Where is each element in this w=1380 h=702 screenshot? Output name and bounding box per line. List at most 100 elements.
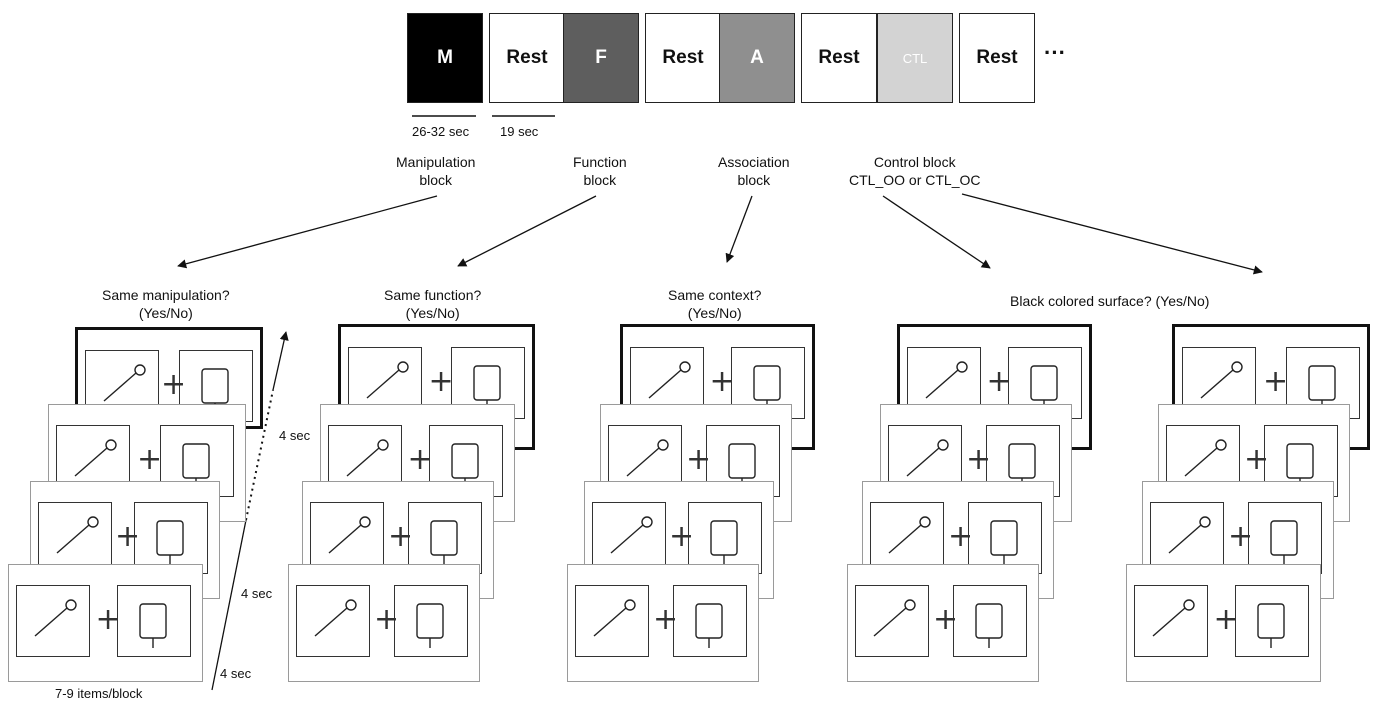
stimulus-drawing xyxy=(366,361,409,399)
stimulus-drawing xyxy=(888,516,931,554)
stimulus-drawing xyxy=(610,516,653,554)
timeline-rest: Rest xyxy=(801,13,877,103)
arrow-manipulation xyxy=(177,195,438,269)
stimulus-picture xyxy=(688,502,762,574)
fixation-cross: + xyxy=(933,602,959,637)
time-arrow xyxy=(211,519,247,691)
stimulus-drawing xyxy=(416,603,444,648)
stimulus-drawing xyxy=(990,520,1018,565)
association-block-label: Association block xyxy=(718,154,790,188)
fixation-cross: + xyxy=(115,519,141,554)
stimulus-picture xyxy=(38,502,112,574)
items-per-block: 7-9 items/block xyxy=(55,686,143,701)
timeline-block-label: M xyxy=(437,47,453,68)
stimulus-drawing xyxy=(648,361,691,399)
stimulus-card: + xyxy=(847,564,1039,682)
fixation-cross: + xyxy=(137,442,163,477)
stimulus-card: + xyxy=(567,564,759,682)
fixation-cross: + xyxy=(1263,364,1289,399)
fixation-cross: + xyxy=(653,602,679,637)
timeline-block-manipulation: M xyxy=(407,13,483,103)
fixation-cross: + xyxy=(986,364,1012,399)
stimulus-picture xyxy=(1235,585,1309,657)
time-arrow-dotted xyxy=(245,389,274,521)
fixation-cross: + xyxy=(95,602,121,637)
fixation-cross: + xyxy=(1244,442,1270,477)
stimulus-picture xyxy=(968,502,1042,574)
timing-label: 4 sec xyxy=(220,666,252,681)
stimulus-picture xyxy=(296,585,370,657)
stimulus-picture xyxy=(592,502,666,574)
timeline-block-label: Rest xyxy=(818,47,860,68)
timeline-block-label: Rest xyxy=(976,47,1018,68)
timeline-block-label: A xyxy=(750,47,764,68)
manipulation-block-label: Manipulation block xyxy=(396,154,476,188)
fixation-cross: + xyxy=(669,519,695,554)
stimulus-drawing xyxy=(346,439,389,477)
stimulus-drawing xyxy=(626,439,669,477)
fixation-cross: + xyxy=(948,519,974,554)
stimulus-drawing xyxy=(710,520,738,565)
question-manipulation: Same manipulation? (Yes/No) xyxy=(102,287,230,321)
timeline-ellipsis: ··· xyxy=(1044,40,1066,65)
rest-duration: 19 sec xyxy=(500,124,539,139)
timeline-block-control: CTL xyxy=(877,13,953,103)
stimulus-drawing xyxy=(975,603,1003,648)
stimulus-picture xyxy=(855,585,929,657)
stimulus-drawing xyxy=(328,516,371,554)
fixation-cross: + xyxy=(686,442,712,477)
question-control: Black colored surface? (Yes/No) xyxy=(1010,293,1210,309)
stimulus-picture xyxy=(1134,585,1208,657)
timeline-block-label: CTL xyxy=(902,50,928,66)
fixation-cross: + xyxy=(709,364,735,399)
stimulus-drawing xyxy=(314,599,357,637)
fixation-cross: + xyxy=(966,442,992,477)
stimulus-picture xyxy=(1248,502,1322,574)
stimulus-drawing xyxy=(593,599,636,637)
stimulus-drawing xyxy=(906,439,949,477)
timeline-block-association: A xyxy=(719,13,795,103)
stimulus-picture xyxy=(16,585,90,657)
stimulus-drawing xyxy=(1168,516,1211,554)
fixation-cross: + xyxy=(388,519,414,554)
timeline-rest: Rest xyxy=(489,13,565,103)
arrow-control-2 xyxy=(961,193,1263,275)
stimulus-picture xyxy=(394,585,468,657)
stimulus-drawing xyxy=(56,516,99,554)
arrow-association xyxy=(725,195,753,263)
stimulus-drawing xyxy=(156,520,184,565)
stimulus-drawing xyxy=(695,603,723,648)
fixation-cross: + xyxy=(1228,519,1254,554)
control-block-label: Control block CTL_OO or CTL_OC xyxy=(849,154,981,188)
timeline-block-label: Rest xyxy=(662,47,704,68)
stimulus-drawing xyxy=(1152,599,1195,637)
stimulus-picture xyxy=(673,585,747,657)
time-arrow-head xyxy=(272,331,289,391)
fixation-cross: + xyxy=(428,364,454,399)
stimulus-picture xyxy=(408,502,482,574)
stimulus-drawing xyxy=(430,520,458,565)
stimulus-drawing xyxy=(1200,361,1243,399)
function-block-label: Function block xyxy=(573,154,627,188)
question-context: Same context? (Yes/No) xyxy=(668,287,762,321)
fixation-cross: + xyxy=(161,367,187,402)
timeline-rest: Rest xyxy=(959,13,1035,103)
timeline-block-label: F xyxy=(595,47,607,68)
stimulus-picture xyxy=(953,585,1027,657)
stimulus-drawing xyxy=(925,361,968,399)
stimulus-drawing xyxy=(873,599,916,637)
stimulus-picture xyxy=(1150,502,1224,574)
stimulus-drawing xyxy=(34,599,77,637)
timing-label: 4 sec xyxy=(279,428,311,443)
question-function: Same function? (Yes/No) xyxy=(384,287,482,321)
stimulus-card: + xyxy=(288,564,480,682)
fixation-cross: + xyxy=(1213,602,1239,637)
arrow-control-1 xyxy=(882,195,991,269)
stimulus-card: + xyxy=(1126,564,1321,682)
stimulus-picture xyxy=(117,585,191,657)
stimulus-picture xyxy=(575,585,649,657)
stimulus-drawing xyxy=(1257,603,1285,648)
timing-label: 4 sec xyxy=(241,586,273,601)
fixation-cross: + xyxy=(407,442,433,477)
